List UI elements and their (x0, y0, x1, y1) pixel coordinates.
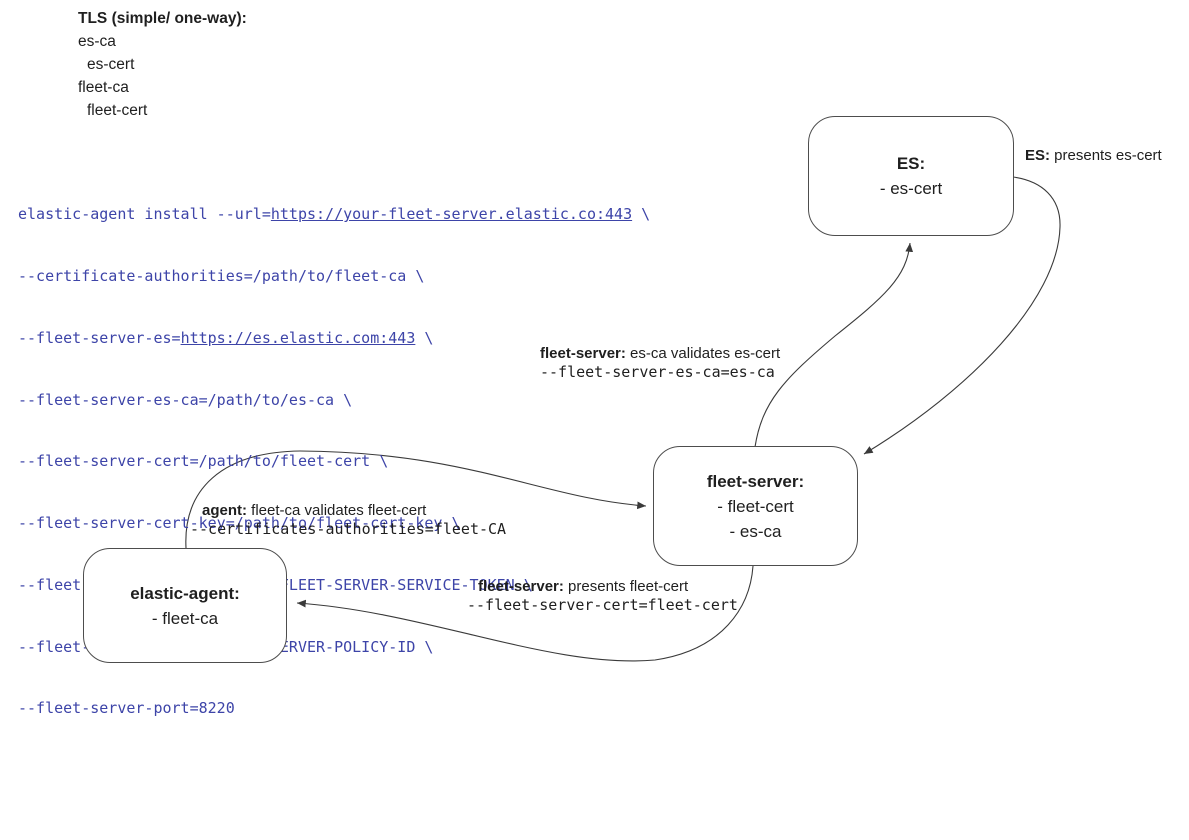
node-es-title: ES: (896, 154, 926, 173)
es-url-link[interactable]: https://es.elastic.com:443 (180, 328, 416, 347)
command-line: --fleet-server-port=8220 (18, 699, 235, 718)
command-line: elastic-agent install --url=https://your… (18, 205, 651, 224)
command-line: --fleet-server-cert-key=/path/to/fleet-c… (18, 514, 461, 533)
node-fleet-server-item: - es-ca (729, 521, 782, 541)
command-line: --fleet-server-cert=/path/to/fleet-cert … (18, 452, 389, 471)
node-fleet-server-item: - fleet-cert (717, 496, 794, 516)
install-command: elastic-agent install --url=https://your… (18, 163, 650, 760)
legend-title: TLS (simple/ one-way): (78, 10, 247, 27)
legend-item-es-ca: es-ca (78, 33, 116, 50)
node-es: ES: - es-cert (808, 116, 1014, 236)
label-fleet-presents-cert: fleet-server: presents fleet-cert --flee… (467, 578, 738, 614)
label-agent-validates-fleet-cert: agent: fleet-ca validates fleet-cert --c… (190, 502, 507, 538)
legend-item-fleet-cert: fleet-cert (87, 102, 148, 119)
node-elastic-agent-item: - fleet-ca (151, 608, 219, 628)
node-fleet-server: fleet-server: - fleet-cert - es-ca (653, 446, 858, 566)
node-fleet-server-title: fleet-server: (706, 471, 805, 491)
node-elastic-agent: elastic-agent: - fleet-ca (83, 548, 287, 663)
label-es-presents-cert: ES: presents es-cert (1025, 147, 1162, 164)
command-line: --fleet-server-es-ca=/path/to/es-ca \ (18, 390, 353, 409)
label-fleet-validates-es-cert: fleet-server: es-ca validates es-cert --… (540, 345, 781, 381)
tls-legend: TLS (simple/ one-way): es-ca es-cert fle… (78, 7, 247, 122)
fleet-server-url-link[interactable]: https://your-fleet-server.elastic.co:443 (270, 205, 633, 224)
node-es-item: - es-cert (879, 179, 943, 198)
command-line: --fleet-server-es=https://es.elastic.com… (18, 328, 434, 347)
legend-item-es-cert: es-cert (87, 56, 135, 73)
node-elastic-agent-title: elastic-agent: (130, 583, 240, 603)
command-line: --certificate-authorities=/path/to/fleet… (18, 266, 425, 285)
legend-item-fleet-ca: fleet-ca (78, 79, 129, 96)
